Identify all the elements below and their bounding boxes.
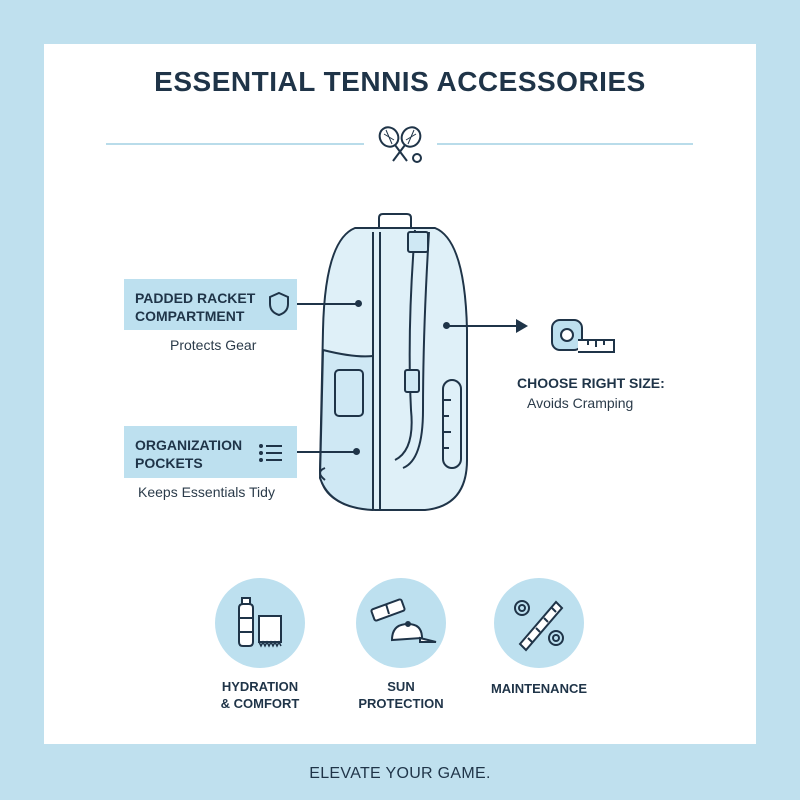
tennis-bag-illustration <box>319 213 468 511</box>
padded-connector-dot <box>355 300 362 307</box>
pockets-label-line2: POCKETS <box>135 455 203 471</box>
crossed-rackets-icon <box>378 126 422 163</box>
water-bottle-towel-icon <box>238 597 282 648</box>
size-connector <box>447 325 523 327</box>
sun-protection-caption: SUN PROTECTION <box>331 678 471 712</box>
pockets-connector-dot <box>353 448 360 455</box>
size-connector-dot <box>443 322 450 329</box>
pockets-connector <box>297 451 357 453</box>
sunscreen-cap-icon <box>370 598 437 643</box>
sun-caption-line2: PROTECTION <box>358 696 444 711</box>
page-title: ESSENTIAL TENNIS ACCESSORIES <box>154 66 646 97</box>
size-title: CHOOSE RIGHT SIZE: <box>517 375 665 391</box>
size-arrow-icon <box>516 319 528 333</box>
padded-caption: Protects Gear <box>170 337 257 353</box>
maintenance-caption-line1: MAINTENANCE <box>490 681 588 696</box>
measuring-tape-icon <box>551 319 615 353</box>
padded-label-line1: PADDED RACKET <box>135 290 256 306</box>
grip-dampener-icon <box>514 600 564 652</box>
maintenance-caption: MAINTENANCE <box>469 680 609 697</box>
list-icon <box>259 444 282 462</box>
pockets-caption: Keeps Essentials Tidy <box>138 484 275 500</box>
hydration-circle <box>215 578 305 668</box>
pockets-label-line1: ORGANIZATION <box>135 437 243 453</box>
maintenance-circle <box>494 578 584 668</box>
footer-tagline: ELEVATE YOUR GAME. <box>309 765 491 782</box>
divider-left <box>106 143 364 145</box>
hydration-caption-line1: HYDRATION <box>221 679 299 694</box>
hydration-caption-line2: & COMFORT <box>220 696 300 711</box>
sun-protection-circle <box>356 578 446 668</box>
shield-icon <box>269 291 289 317</box>
size-caption: Avoids Cramping <box>527 395 634 411</box>
divider-right <box>437 143 693 145</box>
padded-connector <box>297 303 359 305</box>
hydration-caption: HYDRATION & COMFORT <box>190 678 330 712</box>
padded-label-line2: COMPARTMENT <box>135 308 245 324</box>
sun-caption-line1: SUN <box>387 679 415 694</box>
organization-pockets-label: ORGANIZATION POCKETS <box>124 426 297 478</box>
padded-compartment-label: PADDED RACKET COMPARTMENT <box>124 279 297 330</box>
